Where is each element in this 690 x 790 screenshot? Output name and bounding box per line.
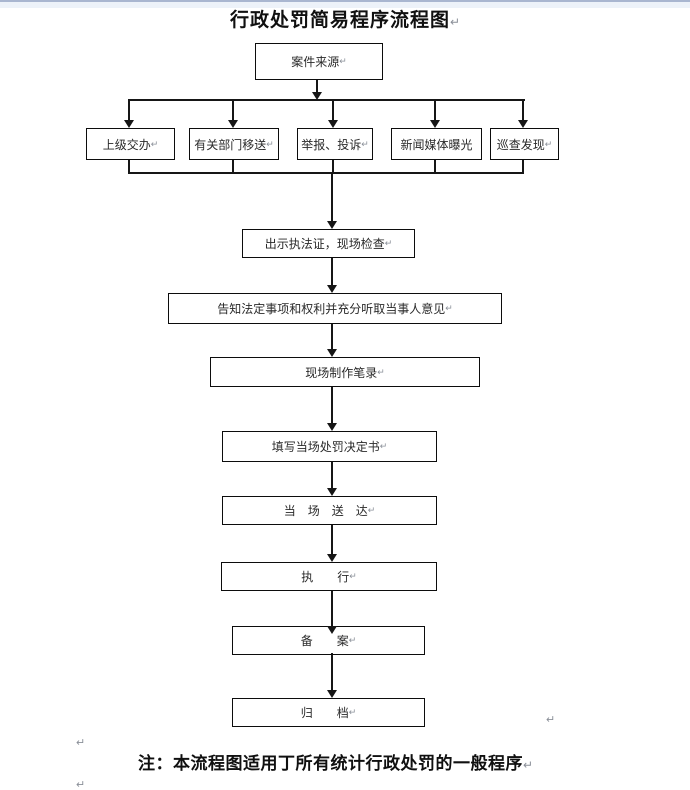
arrow-down-icon — [327, 423, 337, 431]
flow-node-label: 备 案 — [300, 634, 349, 648]
flow-node-label: 举报、投诉 — [301, 137, 362, 152]
flow-node-label: 现场制作笔录 — [305, 365, 378, 380]
connector-vline — [331, 523, 333, 554]
arrow-down-icon — [124, 120, 134, 128]
arrow-down-icon — [327, 488, 337, 496]
flow-node-report-complaint: 举报、投诉↵ — [297, 128, 373, 160]
paragraph-mark-icon: ↵ — [544, 138, 553, 149]
flow-node-case-source: 案件来源↵ — [255, 43, 383, 80]
connector-vline — [232, 158, 234, 173]
window-top-border — [0, 0, 690, 2]
page-title-text: 行政处罚简易程序流程图 — [229, 10, 450, 31]
arrow-down-icon — [228, 120, 238, 128]
flow-node-inform-rights: 告知法定事项和权利并充分听取当事人意见↵ — [168, 293, 502, 324]
connector-vline — [332, 100, 334, 120]
flow-node-label: 巡查发现 — [496, 137, 545, 152]
connector-vline — [331, 256, 333, 285]
flow-node-label: 新闻媒体曝光 — [400, 137, 473, 152]
paragraph-mark-icon: ↵ — [76, 737, 86, 749]
arrow-down-icon — [327, 285, 337, 293]
paragraph-mark-icon: ↵ — [546, 714, 556, 726]
connector-vline — [331, 385, 333, 423]
flow-node-execute: 执 行↵ — [221, 562, 437, 591]
paragraph-mark-icon: ↵ — [339, 56, 347, 66]
paragraph-mark-icon: ↵ — [150, 138, 159, 149]
paragraph-mark-icon: ↵ — [361, 138, 369, 149]
connector-vline — [128, 100, 130, 120]
paragraph-mark-icon: ↵ — [445, 303, 453, 313]
flow-node-label: 出示执法证，现场检查 — [264, 237, 385, 251]
flow-node-label: 当 场 送 达 — [283, 504, 368, 518]
arrow-down-icon — [518, 120, 528, 128]
connector-vline — [331, 460, 333, 488]
flow-node-label: 执 行 — [301, 570, 350, 584]
flow-node-superior-assignment: 上级交办↵ — [86, 128, 175, 160]
footnote-text: 注：本流程图适用丁所有统计行政处罚的一般程序 — [138, 754, 523, 773]
paragraph-mark-icon: ↵ — [523, 758, 534, 772]
paragraph-mark-icon: ↵ — [348, 707, 357, 717]
connector-vline — [434, 100, 436, 120]
connector-vline — [522, 158, 524, 173]
page-title: 行政处罚简易程序流程图↵ — [0, 5, 690, 32]
paragraph-mark-icon: ↵ — [266, 138, 274, 149]
arrow-down-icon — [312, 92, 322, 100]
flow-node-onsite-transcript: 现场制作笔录↵ — [210, 357, 480, 387]
arrow-down-icon — [327, 349, 337, 357]
arrow-down-icon — [327, 690, 337, 698]
flow-node-onsite-delivery: 当 场 送 达↵ — [222, 496, 437, 525]
flow-node-patrol-discovery: 巡查发现↵ — [490, 128, 559, 160]
flow-node-fill-penalty-decision: 填写当场处罚决定书↵ — [222, 431, 437, 462]
flow-node-label: 案件来源 — [291, 55, 340, 69]
flow-node-label: 填写当场处罚决定书 — [271, 440, 380, 454]
flow-node-label: 告知法定事项和权利并充分听取当事人意见 — [217, 302, 446, 316]
distribution-hline — [128, 99, 525, 101]
connector-vline — [331, 172, 333, 221]
connector-vline — [128, 158, 130, 173]
connector-vline — [331, 653, 333, 690]
arrow-down-icon — [327, 626, 337, 634]
paragraph-mark-icon: ↵ — [449, 15, 461, 29]
connector-vline — [434, 158, 436, 173]
flow-node-show-certificate-inspect: 出示执法证，现场检查↵ — [242, 229, 415, 258]
paragraph-mark-icon: ↵ — [367, 505, 376, 515]
footnote: 注：本流程图适用丁所有统计行政处罚的一般程序↵ — [138, 749, 533, 774]
connector-vline — [332, 158, 334, 173]
arrow-down-icon — [430, 120, 440, 128]
flow-node-label: 有关部门移送 — [194, 137, 267, 152]
connector-vline — [331, 589, 333, 626]
flow-node-label: 上级交办 — [102, 137, 151, 152]
flow-node-department-transfer: 有关部门移送↵ — [189, 128, 279, 160]
arrow-down-icon — [327, 554, 337, 562]
connector-vline — [331, 322, 333, 349]
paragraph-mark-icon: ↵ — [377, 366, 385, 377]
paragraph-mark-icon: ↵ — [76, 779, 86, 790]
flow-node-media-exposure: 新闻媒体曝光 — [391, 128, 482, 160]
paragraph-mark-icon: ↵ — [348, 635, 357, 645]
paragraph-mark-icon: ↵ — [379, 441, 388, 451]
connector-vline — [316, 78, 318, 93]
connector-vline — [522, 100, 524, 120]
window-top-band — [0, 2, 690, 8]
arrow-down-icon — [327, 221, 337, 229]
flow-node-archive: 归 档↵ — [232, 698, 425, 727]
connector-vline — [232, 100, 234, 120]
flow-node-label: 归 档 — [300, 706, 349, 720]
merge-hline — [128, 172, 524, 174]
paragraph-mark-icon: ↵ — [384, 238, 393, 248]
paragraph-mark-icon: ↵ — [349, 571, 357, 581]
arrow-down-icon — [328, 120, 338, 128]
